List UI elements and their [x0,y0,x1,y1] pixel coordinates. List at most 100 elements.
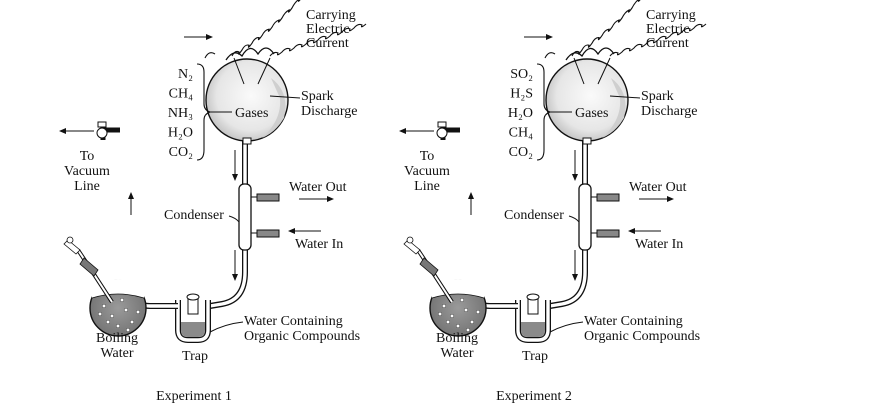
trap-label: Trap [522,349,548,364]
condenser-label: Condenser [504,208,564,223]
organic-label-0: Water Containing [584,314,683,329]
top-tube-inner [458,24,596,300]
vacuum-label-2: Line [414,179,440,194]
bubble [455,323,461,329]
vacuum-stopcock [96,127,108,139]
wire-left [571,0,641,57]
water-in-port [256,229,280,238]
vacuum-label-0: To [80,149,95,164]
water-out-port [596,193,620,202]
gas-2: H₂O [508,106,533,121]
organic-label-0: Water Containing [244,314,343,329]
trap-liquid [521,322,545,337]
boiling-label-0: Boiling [436,331,478,346]
flask-shading [602,78,626,138]
wire-right [609,23,707,57]
electric-label-2: Current [646,36,689,51]
water-out-port [256,193,280,202]
heater-knob [66,236,74,244]
boiling-label-1: Water [100,346,133,361]
heater-handle [403,239,421,255]
heater-knob [406,236,414,244]
vacuum-stopcock-handle [97,121,107,128]
gas-3: H₂O [168,126,193,141]
bubble [463,307,469,313]
vacuum-label-2: Line [74,179,100,194]
spark-leader [609,95,641,99]
gas-1: H₂S [510,87,533,102]
condenser-label: Condenser [164,208,224,223]
electrode-left [233,57,245,85]
electrode-left [573,57,585,85]
vacuum-stopcock-handle [437,121,447,128]
spark-label-1: Discharge [641,104,698,119]
trap-liquid [181,322,205,337]
heater-cap [79,257,99,277]
gas-0: N₂ [178,67,193,82]
flask-stem [582,137,592,145]
experiment-caption: Experiment 2 [496,389,572,404]
organic-label-1: Organic Compounds [244,329,360,344]
bubble [115,323,121,329]
bubble [125,327,131,333]
trap-stopcock-cap [526,293,540,301]
vacuum-label-1: Vacuum [404,164,450,179]
spark-label-1: Discharge [301,104,358,119]
bubble [97,311,103,317]
electric-label-1: Electric [646,22,690,37]
spark-label-0: Spark [641,89,674,104]
bubble [129,319,135,325]
gas-1: CH₄ [169,87,193,102]
spark-label-0: Spark [301,89,334,104]
gases-label: Gases [235,106,268,121]
flask-stem [242,137,252,145]
gas-4: CO₂ [169,145,193,160]
experiment-1-panel: N₂CH₄NH₃H₂OCO₂GasesSparkDischargeCarryin… [59,0,367,404]
bubble [459,297,465,303]
organic-leader [209,321,244,333]
condenser-jacket [578,183,592,251]
water-in-label: Water In [295,237,343,252]
vacuum-label-0: To [420,149,435,164]
bubble [123,307,129,313]
electrode-right [257,57,271,85]
bubble [135,309,141,315]
wire-left [231,0,301,57]
trap-inner [516,300,550,342]
wire-left-tail [204,52,216,59]
flask-shading [262,78,286,138]
bubble [441,303,447,309]
trap-inner [176,300,210,342]
gas-4: CO₂ [509,145,533,160]
bubble [105,319,111,325]
trap-label: Trap [182,349,208,364]
bubble [475,309,481,315]
gases-label: Gases [575,106,608,121]
bubble [469,319,475,325]
wire-right [269,23,367,57]
electric-label-0: Carrying [306,8,356,23]
bubble [119,297,125,303]
boiling-water-surface [431,293,485,299]
bubble [109,313,115,319]
gas-3: CH₄ [509,126,533,141]
vacuum-label-1: Vacuum [64,164,110,179]
experiment-caption: Experiment 1 [156,389,232,404]
boiling-label-1: Water [440,346,473,361]
down-tube-inner [549,140,587,308]
electric-label-2: Current [306,36,349,51]
water-out-label: Water Out [629,180,687,195]
electric-label-1: Electric [306,22,350,37]
experiment-2-panel: SO₂H₂SH₂OCH₄CO₂GasesSparkDischargeCarryi… [399,0,707,404]
condenser-jacket [238,183,252,251]
organic-leader [549,321,584,333]
top-tube-inner [118,24,256,300]
heater-cap [419,257,439,277]
down-tube-inner [209,140,247,308]
spark-leader [269,95,301,99]
bubble [101,303,107,309]
water-in-label: Water In [635,237,683,252]
vacuum-stopcock [436,127,448,139]
electric-label-0: Carrying [646,8,696,23]
